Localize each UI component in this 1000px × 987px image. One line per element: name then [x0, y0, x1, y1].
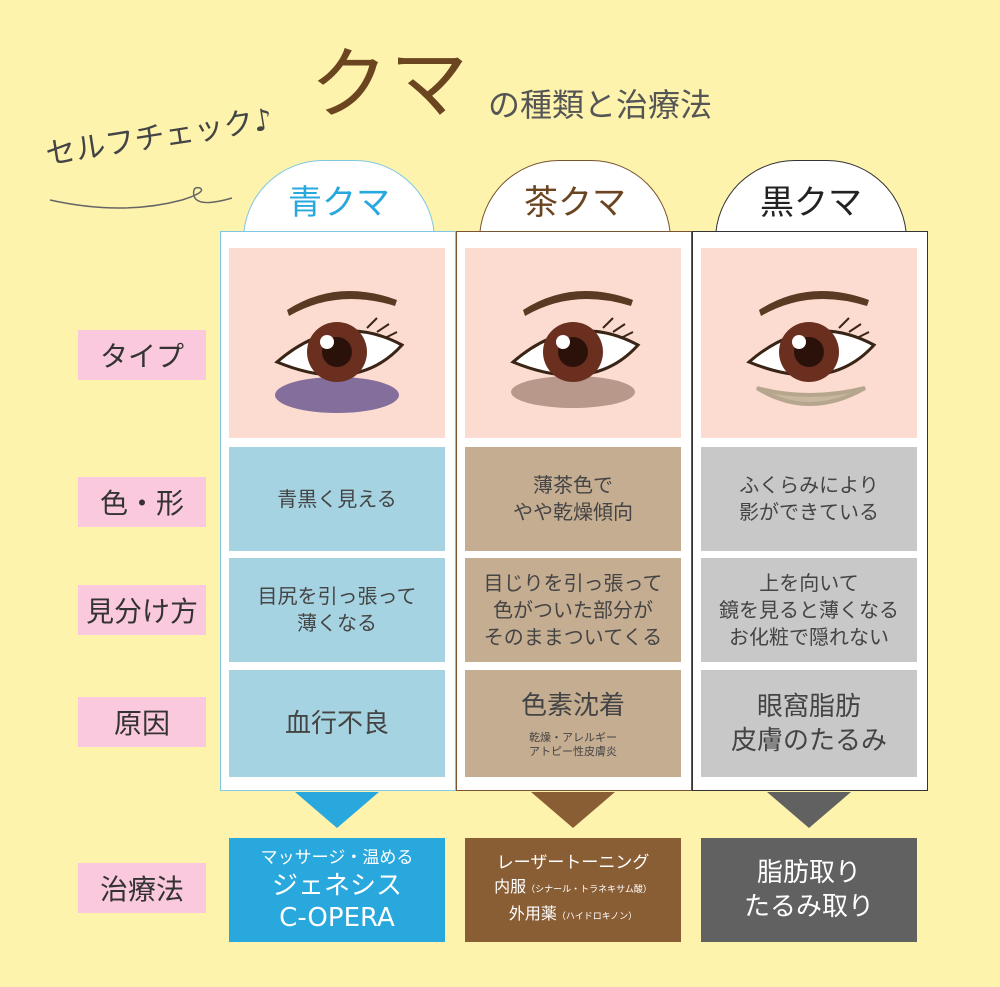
cell-black-cause: 眼窩脂肪 皮膚のたるみ	[701, 670, 917, 777]
eye-blue-icon	[274, 291, 405, 413]
eye-brown-icon	[510, 291, 641, 408]
cell-black-identify: 上を向いて 鏡を見ると薄くなる お化粧で隠れない	[701, 558, 917, 662]
cell-blue-identify: 目尻を引っ張って 薄くなる	[229, 558, 445, 662]
arrow-down-brown-icon	[531, 792, 615, 828]
treatment-blue: マッサージ・温める ジェネシス C-OPERA	[229, 838, 445, 942]
page-title: クマ	[310, 40, 471, 130]
eye-black-icon	[746, 291, 877, 406]
cell-brown-color-shape: 薄茶色で やや乾燥傾向	[465, 447, 681, 551]
treatment-black: 脂肪取り たるみ取り	[701, 838, 917, 942]
cell-blue-cause: 血行不良	[229, 670, 445, 777]
column-head-brown: 茶クマ	[479, 160, 671, 240]
cell-blue-color-shape: 青黒く見える	[229, 447, 445, 551]
column-head-black: 黒クマ	[715, 160, 907, 240]
cell-brown-identify: 目じりを引っ張って 色がついた部分が そのままついてくる	[465, 558, 681, 662]
row-label-treatment: 治療法	[78, 863, 206, 913]
row-label-cause: 原因	[78, 697, 206, 747]
row-label-identify: 見分け方	[78, 585, 206, 635]
self-check-flourish	[49, 186, 233, 209]
treatment-brown: レーザートーニング 内服（シナール・トラネキサム酸） 外用薬（ハイドロキノン）	[465, 838, 681, 942]
row-label-color-shape: 色・形	[78, 477, 206, 527]
page-subtitle: の種類と治療法	[488, 86, 713, 124]
cell-brown-cause: 色素沈着 乾燥・アレルギー アトピー性皮膚炎	[465, 670, 681, 777]
row-label-type: タイプ	[78, 330, 206, 380]
arrow-down-black-icon	[767, 792, 851, 828]
cell-black-color-shape: ふくらみにより 影ができている	[701, 447, 917, 551]
arrow-down-blue-icon	[295, 792, 379, 828]
